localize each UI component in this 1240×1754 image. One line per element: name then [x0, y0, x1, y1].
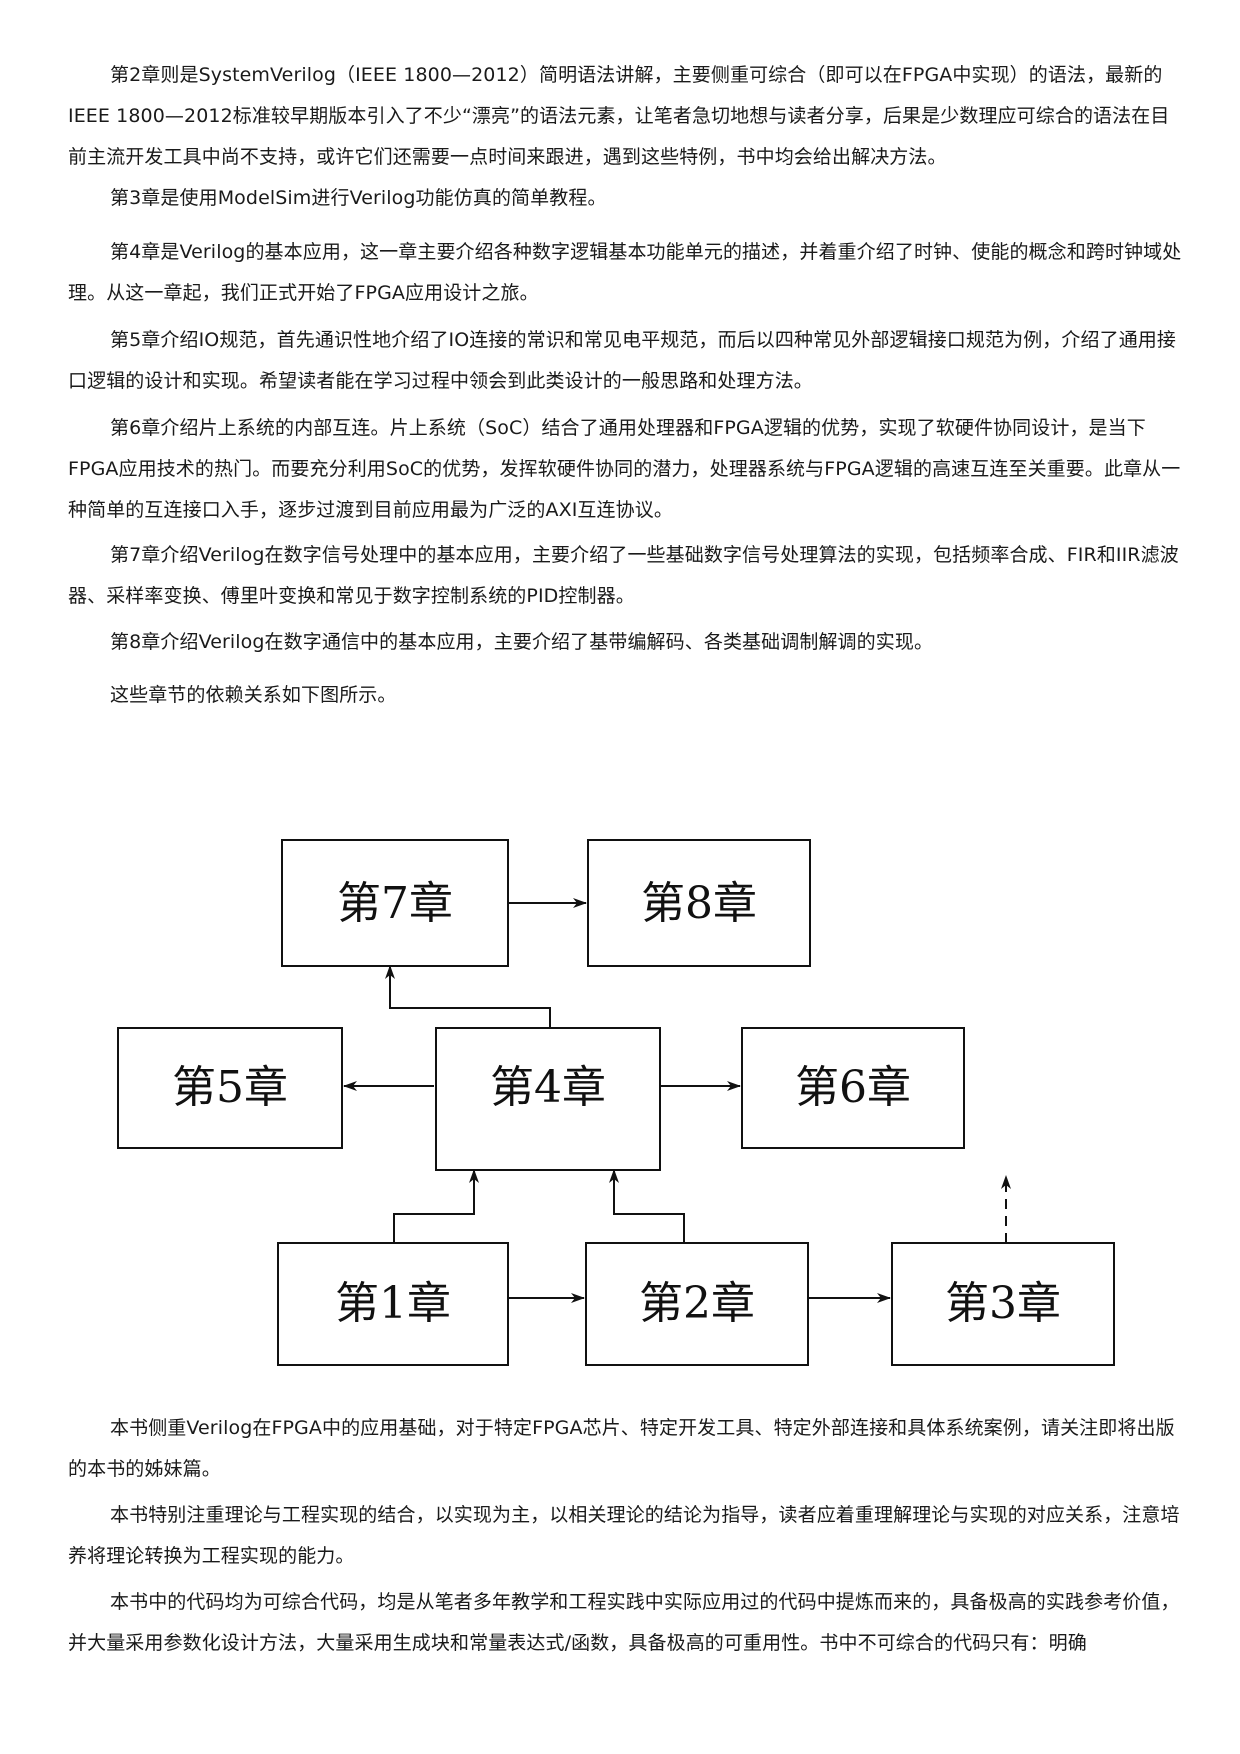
node-box-ch8	[587, 839, 811, 967]
node-box-ch6	[741, 1027, 965, 1149]
edge-ch1-ch4	[393, 1169, 479, 1243]
node-label-ch2: 第2章	[639, 1278, 755, 1329]
node-label-ch3: 第3章	[945, 1278, 1061, 1329]
paragraph-chapter7: 第7章介绍Verilog在数字信号处理中的基本应用，主要介绍了一些基础数字信号处…	[68, 544, 1179, 607]
node-label-ch7: 第7章	[337, 878, 453, 929]
chapter-dependency-diagram: 第7章 第8章 第5章 第4章 第6章 第1章 第2章 第3章	[0, 830, 1240, 1400]
node-box-ch5	[117, 1027, 343, 1149]
paragraph-chapter8: 第8章介绍Verilog在数字通信中的基本应用，主要介绍了基带编解码、各类基础调…	[110, 631, 934, 653]
node-box-ch2	[585, 1242, 809, 1366]
node-label-ch5: 第5章	[172, 1062, 288, 1113]
node-box-ch1	[277, 1242, 509, 1366]
paragraph-chapter3: 第3章是使用ModelSim进行Verilog功能仿真的简单教程。	[110, 187, 607, 209]
paragraph-chapter2: 第2章则是SystemVerilog（IEEE 1800—2012）简明语法讲解…	[68, 64, 1170, 168]
node-label-ch6: 第6章	[795, 1062, 911, 1113]
paragraph-diagram-intro: 这些章节的依赖关系如下图所示。	[110, 684, 397, 706]
paragraph-chapter5: 第5章介绍IO规范，首先通识性地介绍了IO连接的常识和常见电平规范，而后以四种常…	[68, 329, 1177, 392]
paragraph-theory-practice: 本书特别注重理论与工程实现的结合，以实现为主，以相关理论的结论为指导，读者应着重…	[68, 1504, 1180, 1567]
paragraph-chapter6: 第6章介绍片上系统的内部互连。片上系统（SoC）结合了通用处理器和FPGA逻辑的…	[68, 417, 1181, 521]
paragraph-focus: 本书侧重Verilog在FPGA中的应用基础，对于特定FPGA芯片、特定开发工具…	[68, 1417, 1175, 1480]
node-label-ch8: 第8章	[641, 878, 757, 929]
dependency-diagram-svg: 第7章 第8章 第5章 第4章 第6章 第1章 第2章 第3章	[117, 839, 1115, 1366]
node-box-ch7	[281, 839, 509, 967]
paragraph-chapter4: 第4章是Verilog的基本应用，这一章主要介绍各种数字逻辑基本功能单元的描述，…	[68, 241, 1182, 304]
node-label-ch4: 第4章	[490, 1062, 606, 1113]
edge-ch4-ch7	[385, 965, 551, 1040]
edge-ch2-ch4	[609, 1169, 685, 1243]
paragraph-code: 本书中的代码均为可综合代码，均是从笔者多年教学和工程实践中实际应用过的代码中提炼…	[68, 1591, 1180, 1654]
node-box-ch3	[891, 1242, 1115, 1366]
node-box-ch4	[435, 1027, 661, 1171]
node-label-ch1: 第1章	[335, 1278, 451, 1329]
